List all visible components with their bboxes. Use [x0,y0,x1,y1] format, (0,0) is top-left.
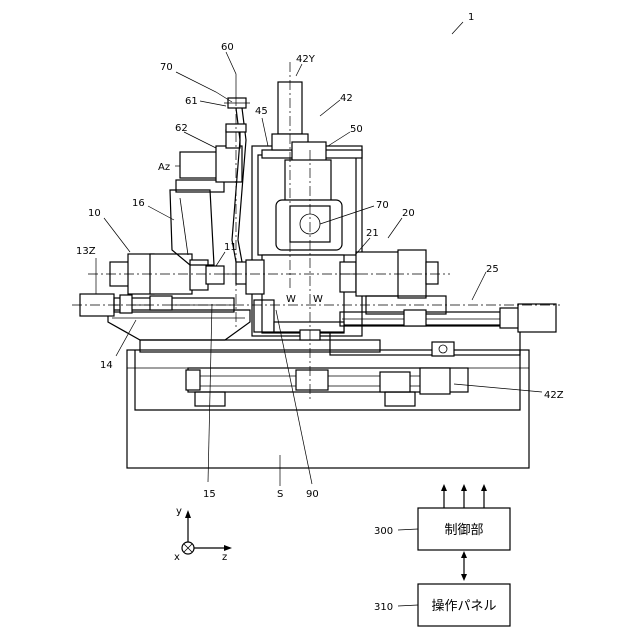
right-bearing [432,342,454,356]
out-arrowhead-1 [441,484,447,491]
label-15: 15 [203,489,216,500]
label-az: Az [158,162,170,173]
label-21: 21 [366,228,379,239]
right-workholder [340,262,356,292]
leader-10 [104,218,130,252]
axis-symbol [182,510,232,554]
controller-label: 制御部 [444,523,483,538]
column-16-rib [180,198,188,255]
out-arrowhead-2 [461,484,467,491]
right-head-cap [426,262,438,284]
z-nut [296,370,328,390]
right-screw-nut [404,310,426,326]
label-42z: 42Z [544,390,564,401]
leader-62 [184,132,216,148]
left-screw-nut [120,295,132,313]
label-42y: 42Y [296,54,316,65]
left-workholder [246,260,264,294]
z-arrowhead [224,545,232,551]
leader-60 [226,52,236,96]
leader-50 [328,132,350,146]
leader-310 [398,605,418,606]
label-25: 25 [486,264,499,275]
axis-z-label: z [222,552,227,563]
axis-x-label: x [174,552,180,563]
label-61: 61 [185,96,198,107]
label-42: 42 [340,93,353,104]
right-screw-end [500,308,520,328]
out-arrowhead-3 [481,484,487,491]
label-310: 310 [374,602,393,613]
label-90: 90 [306,489,319,500]
label-10: 10 [88,208,101,219]
label-11: 11 [224,242,237,253]
leader-15 [208,304,212,482]
az-motor [180,152,218,178]
link-arrowhead-up [461,551,467,558]
link-arrowhead-down [461,574,467,581]
z-bearing [186,370,200,390]
panel-label: 操作パネル [431,598,496,614]
unit-61-block [226,130,240,148]
leader-14 [116,320,136,356]
label-fig: 1 [468,12,474,23]
leader-25 [472,272,486,300]
right-motor [518,304,556,332]
leader-20 [388,218,402,238]
label-60: 60 [221,42,234,53]
label-50: 50 [350,124,363,135]
label-70b: 70 [376,200,389,211]
z-bracket-b [385,392,415,406]
leader-1 [452,22,463,34]
z-motor [420,368,450,394]
label-70a: 70 [160,62,173,73]
label-62: 62 [175,123,188,134]
label-45: 45 [255,106,268,117]
label-16: 16 [132,198,145,209]
z-coupling [380,372,410,392]
leader-42 [320,100,340,116]
leader-45 [262,118,268,146]
left-head-d [206,266,224,284]
leader-42y [296,64,302,76]
turret-body [285,160,331,204]
label-300: 300 [374,526,393,537]
y-arrowhead [185,510,191,518]
label-13z: 13Z [76,246,96,257]
label-w2: W [313,294,323,305]
left-table-14 [108,310,250,340]
label-20: 20 [402,208,415,219]
unit-50 [292,142,326,162]
left-screw-block [150,296,172,310]
leader-300 [398,529,418,530]
label-s: S [277,489,283,500]
label-w1: W [286,294,296,305]
leader-61 [200,101,226,106]
leader-11 [216,252,225,266]
label-14: 14 [100,360,113,371]
axis-y-label: y [176,506,182,517]
